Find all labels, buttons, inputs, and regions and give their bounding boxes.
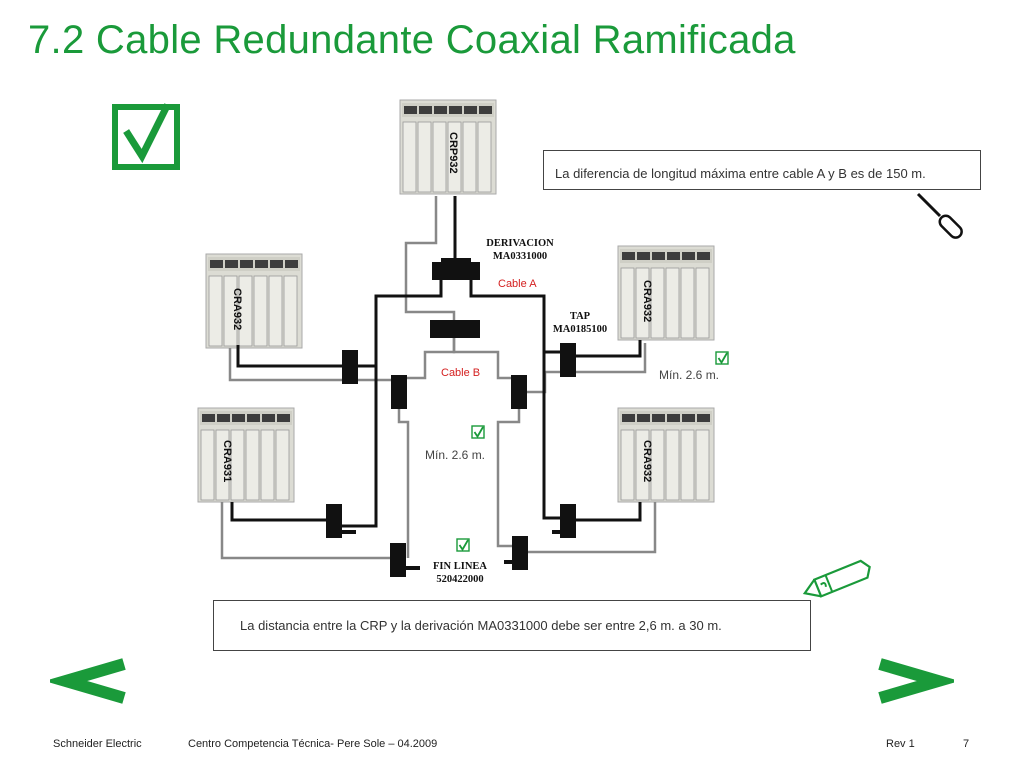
cable-a-label: Cable A xyxy=(498,278,537,290)
cra931-left-rack xyxy=(197,407,295,503)
fin-linea-left xyxy=(390,543,406,577)
min-right-checkbox-icon xyxy=(715,351,729,365)
fin-linea-label-1: FIN LINEA xyxy=(433,561,487,572)
next-arrow-icon[interactable] xyxy=(874,656,954,706)
cra932-left-label: CRA932 xyxy=(231,288,243,330)
pencil-icon xyxy=(802,559,871,598)
footer-company: Schneider Electric xyxy=(53,738,142,750)
min-right-label: Mín. 2.6 m. xyxy=(659,368,719,382)
cra932-right-bottom-rack xyxy=(617,407,715,503)
cra932-right-bottom-label: CRA932 xyxy=(641,440,653,482)
screwdriver-icon xyxy=(916,192,963,239)
fin-linea-label-2: 520422000 xyxy=(436,574,483,585)
note-distance-crp: La distancia entre la CRP y la derivació… xyxy=(213,600,811,651)
tap-left-b xyxy=(391,375,407,409)
slide-title: 7.2 Cable Redundante Coaxial Ramificada xyxy=(28,18,796,62)
note-length-difference-text: La diferencia de longitud máxima entre c… xyxy=(555,166,926,181)
min-center-checkbox-icon xyxy=(471,425,485,439)
cra931-left-label: CRA931 xyxy=(221,440,233,482)
tap-right-a xyxy=(560,343,576,377)
footer-rev: Rev 1 xyxy=(886,738,915,750)
footer-page-number: 7 xyxy=(963,738,970,750)
tap-left-a xyxy=(342,350,358,384)
derivacion-label-1: DERIVACION xyxy=(486,238,554,249)
note-length-difference: La diferencia de longitud máxima entre c… xyxy=(543,150,981,190)
cable-b-splitter xyxy=(430,320,480,338)
tap-label-2: MA0185100 xyxy=(553,324,607,335)
min-center-label: Mín. 2.6 m. xyxy=(425,448,485,462)
cra932-left-rack xyxy=(205,253,303,349)
checkbox-icon xyxy=(112,103,180,170)
crp932-label: CRP932 xyxy=(447,132,459,174)
note-distance-crp-text: La distancia entre la CRP y la derivació… xyxy=(240,618,722,633)
fin-linea-right xyxy=(512,536,528,570)
fin-linea-checkbox-icon xyxy=(456,538,470,552)
derivacion-label-2: MA0331000 xyxy=(493,251,547,262)
footer-center: Centro Competencia Técnica- Pere Sole – … xyxy=(188,738,438,750)
cable-b-label: Cable B xyxy=(441,367,480,379)
tap-bottom-left-a xyxy=(326,504,342,538)
prev-arrow-icon[interactable] xyxy=(50,656,130,706)
tap-label-1: TAP xyxy=(570,311,591,322)
derivacion-block xyxy=(432,262,480,280)
tap-bottom-right-a xyxy=(560,504,576,538)
cra932-right-top-rack xyxy=(617,245,715,341)
cra932-right-top-label: CRA932 xyxy=(641,280,653,322)
tap-right-b xyxy=(511,375,527,409)
